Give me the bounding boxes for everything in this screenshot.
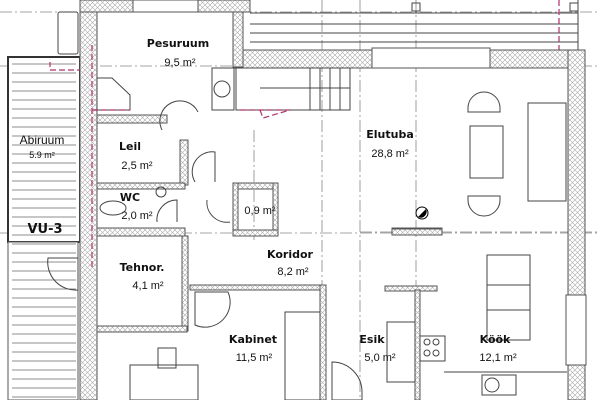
room-area-pesuruum: 9,5 m² [164, 57, 196, 69]
room-area-kook: 12,1 m² [479, 352, 517, 364]
room-name-pesuruum: Pesuruum [147, 37, 209, 50]
room-name-kook: Köök [480, 333, 511, 346]
room-labels: Pesuruum 9,5 m² Abiruum 5.9 m² Leil 2,5 … [20, 37, 517, 364]
balcony [250, 0, 585, 53]
room-area-closet: 0,9 m² [244, 205, 276, 217]
room-name-koridor: Koridor [267, 248, 314, 261]
stairs [235, 67, 351, 119]
room-area-tehnor: 4,1 m² [132, 280, 164, 292]
wall-tag: VU-3 [27, 222, 62, 237]
room-area-koridor: 8,2 m² [277, 266, 309, 278]
room-name-leil: Leil [119, 140, 141, 153]
room-name-abiruum: Abiruum [20, 133, 65, 147]
furniture [47, 45, 567, 400]
abiruum-stairs [7, 11, 83, 400]
room-area-abiruum: 5.9 m² [29, 150, 55, 160]
room-area-elutuba: 28,8 m² [371, 148, 409, 160]
room-area-wc: 2,0 m² [121, 210, 153, 222]
room-name-esik: Esik [359, 333, 385, 346]
room-name-wc: WC [120, 191, 140, 204]
room-name-tehnor: Tehnor. [120, 261, 165, 274]
room-name-elutuba: Elutuba [366, 128, 414, 141]
room-area-kabinet: 11,5 m² [236, 352, 273, 364]
room-area-esik: 5,0 m² [364, 352, 396, 364]
walls [79, 0, 587, 400]
room-name-kabinet: Kabinet [229, 333, 277, 346]
room-area-leil: 2,5 m² [121, 160, 153, 172]
